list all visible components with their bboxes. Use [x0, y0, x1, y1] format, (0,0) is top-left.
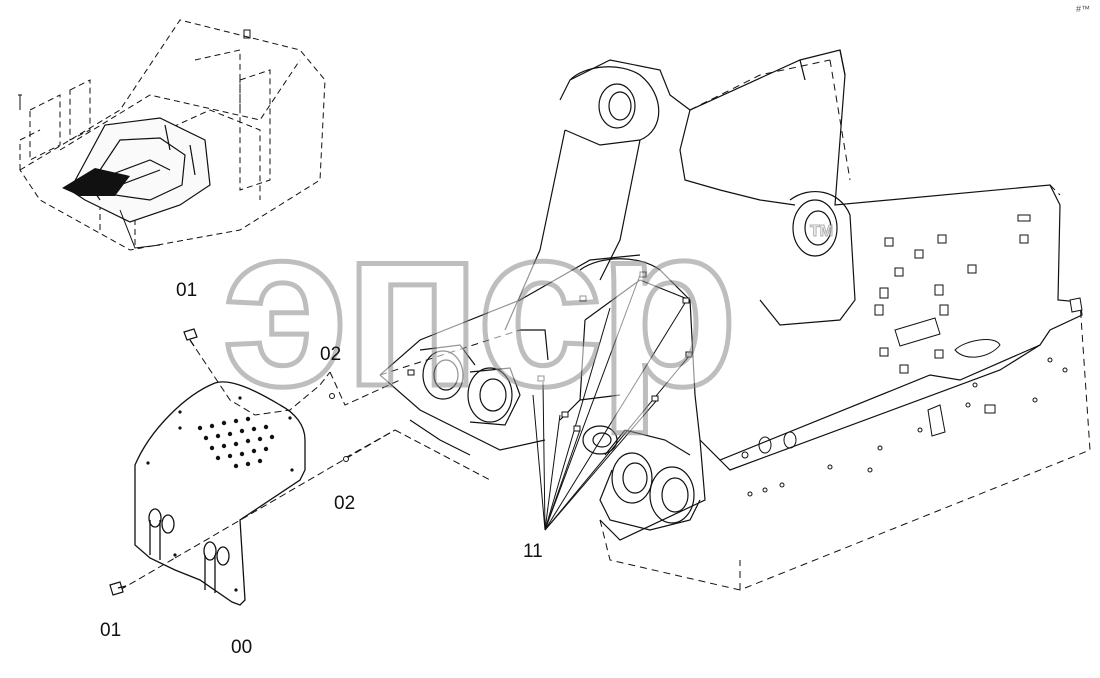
clip-markers-11 [407, 271, 693, 432]
main-frame [379, 49, 1091, 591]
callout-label-00: 00 [231, 637, 252, 658]
assembly-lines [119, 339, 491, 591]
cover-plate-part [134, 381, 306, 606]
bolt-01-upper [183, 328, 198, 347]
callout-label-02-lower: 02 [334, 493, 355, 514]
callout-label-11: 11 [523, 541, 543, 562]
callout-label-01-upper: 01 [176, 280, 197, 301]
leader-lines-11 [532, 274, 691, 531]
bolt-01-lower [109, 581, 127, 596]
inset-machine-overview [18, 19, 326, 251]
watermark-trademark: TM [810, 223, 833, 240]
corner-mark: #™ [1076, 4, 1090, 14]
washer-02-upper [329, 393, 335, 399]
washer-02-lower [343, 456, 349, 462]
callout-label-01-lower: 01 [100, 620, 121, 641]
callout-label-02-upper: 02 [320, 344, 341, 365]
watermark-text: эпср [222, 177, 732, 434]
